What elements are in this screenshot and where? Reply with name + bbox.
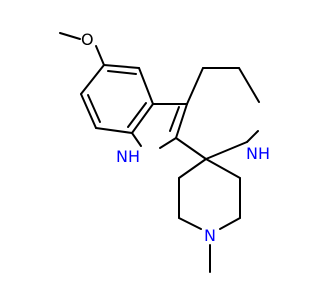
- bond-thp-3: [238, 67, 260, 103]
- bond-benzene-1: [80, 64, 105, 95]
- bond-thp-1: [186, 67, 204, 105]
- bond-spiro-2: [178, 158, 207, 179]
- bond-benzene-2: [80, 93, 97, 129]
- bond-pyrrole-3: [175, 103, 188, 139]
- bond-spiro-5: [219, 217, 241, 230]
- bond-benzene-3: [95, 127, 133, 134]
- molecule-structure: O NH NH N: [59, 30, 270, 273]
- amine-nh-label: NH: [246, 144, 270, 163]
- structure-canvas: O NH NH N: [59, 30, 270, 273]
- bond-methyl-o: [59, 32, 81, 40]
- bond-benzene-6: [103, 64, 140, 69]
- oxygen-atom-label: O: [81, 30, 94, 49]
- bond-o-ring: [95, 45, 105, 66]
- bond-benzene-double-2: [127, 102, 147, 128]
- bond-thp-5: [175, 137, 207, 160]
- bond-pyrrole-2: [159, 137, 177, 149]
- bond-benzene-double-3: [107, 70, 137, 75]
- bond-thp-4: [246, 130, 259, 143]
- bond-pyrrole-1: [131, 132, 142, 147]
- bond-spiro-7: [205, 158, 241, 179]
- piperidine-n-label: N: [204, 226, 216, 245]
- indole-nh-label: NH: [116, 147, 140, 166]
- bond-spiro-1: [205, 141, 248, 160]
- bond-benzene-5: [138, 67, 154, 105]
- bond-benzene-4: [131, 103, 154, 134]
- bond-spiro-4: [178, 217, 202, 230]
- bond-pyrrole-double: [169, 106, 180, 132]
- bond-benzene-double-1: [87, 94, 101, 123]
